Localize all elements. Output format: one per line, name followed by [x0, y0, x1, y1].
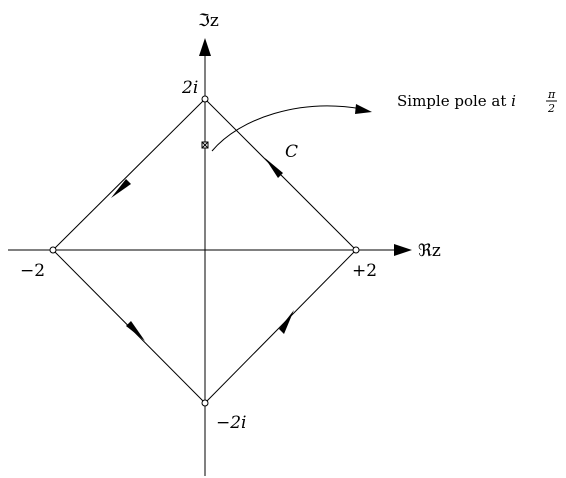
vertex-label-right: +2 — [352, 261, 377, 281]
direction-arrow-bottom-left — [126, 321, 145, 341]
vertex-label-bottom: −2i — [216, 413, 247, 433]
pole-annotation-numerator: π — [547, 88, 556, 101]
direction-arrow-bottom-right — [279, 310, 294, 334]
pole-annotation-denominator: 2 — [547, 102, 555, 115]
pole-pointer-line — [211, 105, 363, 152]
direction-arrow-top-left — [111, 179, 131, 198]
contour-square — [52, 98, 357, 404]
vertex-bottom — [201, 399, 209, 407]
imaginary-axis: ℑz — [198, 11, 219, 476]
pole-annotation: Simple pole at i — [397, 92, 516, 110]
imaginary-axis-arrow — [199, 38, 211, 56]
real-axis-arrow — [394, 244, 412, 256]
real-axis-label: ℜz — [418, 241, 441, 261]
pole-pointer-arrow — [355, 104, 372, 114]
vertex-label-top: 2i — [181, 78, 198, 98]
vertex-top — [201, 95, 209, 103]
direction-arrow-top-right — [265, 158, 283, 178]
edge-bottom-right — [204, 249, 357, 404]
imaginary-axis-label: ℑz — [198, 11, 219, 31]
vertex-right — [352, 246, 360, 254]
vertex-label-left: −2 — [20, 261, 45, 281]
real-axis: ℜz — [8, 241, 441, 261]
pole-marker — [201, 141, 209, 149]
contour-label: C — [285, 142, 298, 162]
edge-top-left — [52, 98, 206, 251]
vertex-left — [49, 246, 57, 254]
